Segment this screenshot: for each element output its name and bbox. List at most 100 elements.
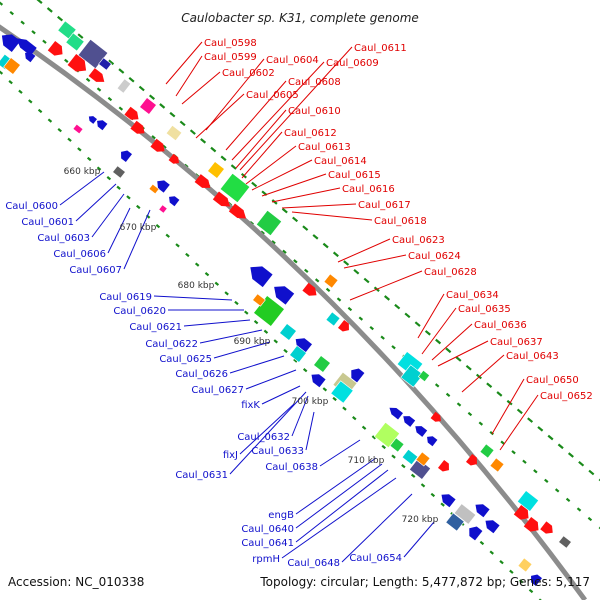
forward-gene-label: Caul_0611 [354,43,407,54]
forward-gene-label: Caul_0610 [288,106,341,117]
red-callout-line [225,80,287,151]
tick-dot [567,452,574,458]
tick-dot [544,478,549,483]
tick-dot [314,278,320,283]
tick-dot [47,118,53,123]
reverse-gene-arrow [1,34,21,53]
forward-gene-arrow [194,174,211,188]
tick-label: 670 kbp [120,223,157,233]
red-callout-line [181,71,221,105]
gene-block [389,437,405,453]
gene-block [400,364,424,388]
gene-block [72,123,84,135]
tick-dot [343,260,350,266]
tick-dot [210,146,217,153]
red-callout-line [251,159,313,191]
backbone-layer [0,24,588,600]
tick-dot [302,368,308,373]
reverse-gene-arrow [250,266,273,288]
gene-block [453,503,477,525]
forward-gene-label: Caul_0604 [266,55,319,66]
tick-dot [304,268,309,273]
reverse-gene-label: Caul_0601 [21,217,74,228]
red-callout-line [271,187,341,203]
red-callout-line [499,394,539,451]
gene-block [323,273,339,289]
tick-dot [57,15,64,22]
reverse-gene-label: Caul_0638 [265,462,318,473]
forward-gene-arrow [124,106,139,120]
blue-callout-line [75,183,117,222]
tick-label: 710 kbp [348,456,385,466]
tick-dot [85,77,91,83]
tick-dot [332,251,339,258]
reverse-gene-label: Caul_0620 [113,306,166,317]
tick-dot [528,588,534,594]
reverse-gene-label: engB [268,510,294,521]
reverse-gene-arrow [475,504,490,518]
tick-dot [445,347,452,354]
reverse-gene-arrow [157,180,170,193]
tick-dot [588,469,595,476]
red-callout-line [437,340,489,367]
tick-dot [489,550,494,555]
tick-dot [445,392,451,398]
forward-gene-arrow [540,521,553,534]
forward-gene-arrow [130,120,145,134]
reverse-gene-arrow [97,120,108,131]
gene-block [313,355,331,373]
gene-block [325,311,341,327]
forward-gene-label: Caul_0608 [288,77,341,88]
blue-callout-line [199,329,263,344]
tick-dot [363,277,370,284]
tick-dot [155,224,161,229]
tick-dot [96,87,102,92]
tick-dot [271,240,276,245]
red-callout-line [235,109,287,169]
blue-callout-line [245,369,297,390]
tick-dot [244,310,249,315]
tick-dot [489,430,494,436]
forward-gene-arrow [47,40,63,56]
reverse-gene-arrow [389,407,403,420]
tick-dot [369,325,374,331]
gene-block [112,165,126,179]
blue-callout-line [153,295,233,301]
tick-dot [509,569,514,574]
forward-gene-label: Caul_0617 [358,200,411,211]
tick-dot [381,444,386,450]
tick-dot [342,406,347,411]
forward-gene-label: Caul_0637 [490,337,543,348]
tick-dot [108,59,115,66]
tick-dot [332,396,337,402]
forward-gene-arrow [302,282,317,296]
reverse-gene-label: Caul_0654 [349,553,402,564]
red-callout-line [245,145,297,185]
tick-dot [0,70,4,75]
tick-dot [214,281,220,286]
tick-dot [391,345,396,350]
blue-callout-line [341,493,413,563]
tick-dot [18,89,23,94]
blue-callout-line [261,385,301,405]
gene-block [158,204,168,214]
reverse-gene-label: Caul_0606 [53,249,106,260]
tick-dot [194,262,200,267]
tick-dot [434,383,440,388]
reverse-gene-arrow [351,368,365,383]
forward-gene-arrow [513,504,529,520]
tick-dot [273,339,278,344]
reverse-gene-arrow [169,196,180,207]
blue-callout-line [123,209,151,270]
tick-dot [224,291,229,296]
red-callout-line [461,354,505,393]
red-callout-line [337,238,391,263]
tick-dot [20,20,25,25]
tick-dot [578,460,585,467]
tick-dot [200,138,207,144]
tick-dot [420,483,426,488]
reverse-gene-label: Caul_0648 [287,558,340,569]
tick-dot [430,492,436,498]
blue-callout-line [239,403,295,455]
